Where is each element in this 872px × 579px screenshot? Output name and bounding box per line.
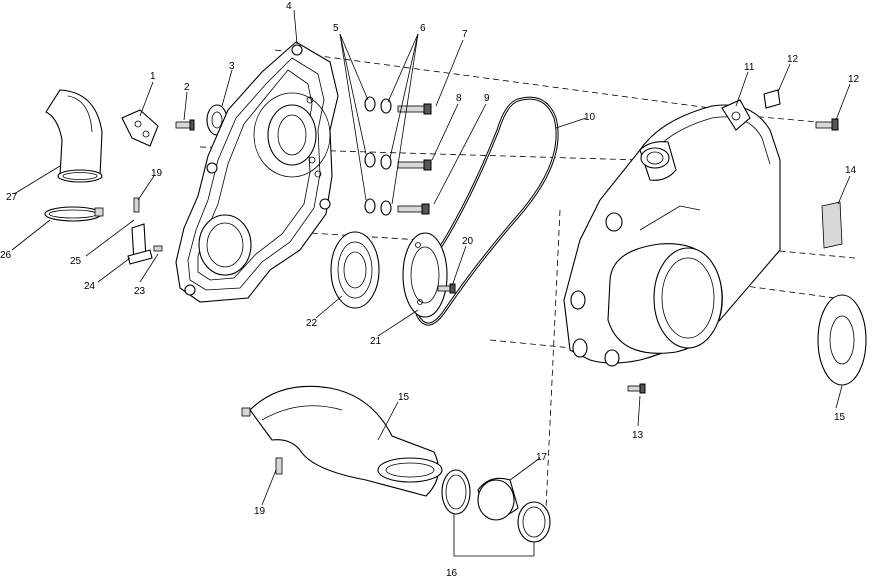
callout-19-lower: 19 xyxy=(254,506,266,517)
callout-6: 6 xyxy=(420,23,426,34)
disc-seal-part-15 xyxy=(817,294,867,386)
callout-1: 1 xyxy=(150,71,156,82)
callout-25: 25 xyxy=(70,256,82,267)
seal-part-22 xyxy=(330,231,380,309)
callout-23: 23 xyxy=(134,286,146,297)
callout-15-disc: 15 xyxy=(834,412,846,423)
callout-2: 2 xyxy=(184,82,190,93)
screw-part-13 xyxy=(627,383,646,394)
bracket-part xyxy=(121,109,159,147)
callout-20: 20 xyxy=(462,236,474,247)
sensor-bracket-parts xyxy=(127,197,163,265)
inner-cover-plate xyxy=(175,41,339,303)
leader-lines xyxy=(11,9,851,557)
callout-24: 24 xyxy=(84,281,96,292)
callout-21: 21 xyxy=(370,336,382,347)
callout-3: 3 xyxy=(229,61,235,72)
callout-22: 22 xyxy=(306,318,318,329)
bolts-parts xyxy=(397,103,432,215)
callout-4: 4 xyxy=(286,1,292,12)
bolt-part-12 xyxy=(815,118,839,131)
callout-13: 13 xyxy=(632,430,644,441)
drive-belt-part xyxy=(413,96,559,326)
callout-17: 17 xyxy=(536,452,548,463)
decal-part-14 xyxy=(821,201,843,249)
hose-clamp-part xyxy=(44,206,104,222)
label-tag-part-12 xyxy=(763,89,781,109)
callout-26: 26 xyxy=(0,250,12,261)
washers-parts xyxy=(364,96,392,216)
callout-27: 27 xyxy=(6,192,18,203)
sprocket-cover-part-21 xyxy=(402,232,448,318)
callout-5: 5 xyxy=(333,23,339,34)
callout-15-duct: 15 xyxy=(398,392,410,403)
callout-19-upper: 19 xyxy=(151,168,163,179)
callout-11: 11 xyxy=(744,62,755,73)
callout-12-bolt: 12 xyxy=(848,74,860,85)
callout-8: 8 xyxy=(456,93,462,104)
intake-elbow-part xyxy=(45,89,103,183)
callout-14: 14 xyxy=(845,165,857,176)
callout-10: 10 xyxy=(584,112,596,123)
callout-7: 7 xyxy=(462,29,468,40)
outer-clutch-cover xyxy=(563,99,781,367)
clamp-sleeve-parts xyxy=(441,469,551,543)
exhaust-duct-part-18 xyxy=(241,385,443,497)
screw-part-2 xyxy=(175,119,195,131)
callout-9: 9 xyxy=(484,93,490,104)
callout-12-label: 12 xyxy=(787,54,799,65)
callout-16: 16 xyxy=(446,568,458,579)
